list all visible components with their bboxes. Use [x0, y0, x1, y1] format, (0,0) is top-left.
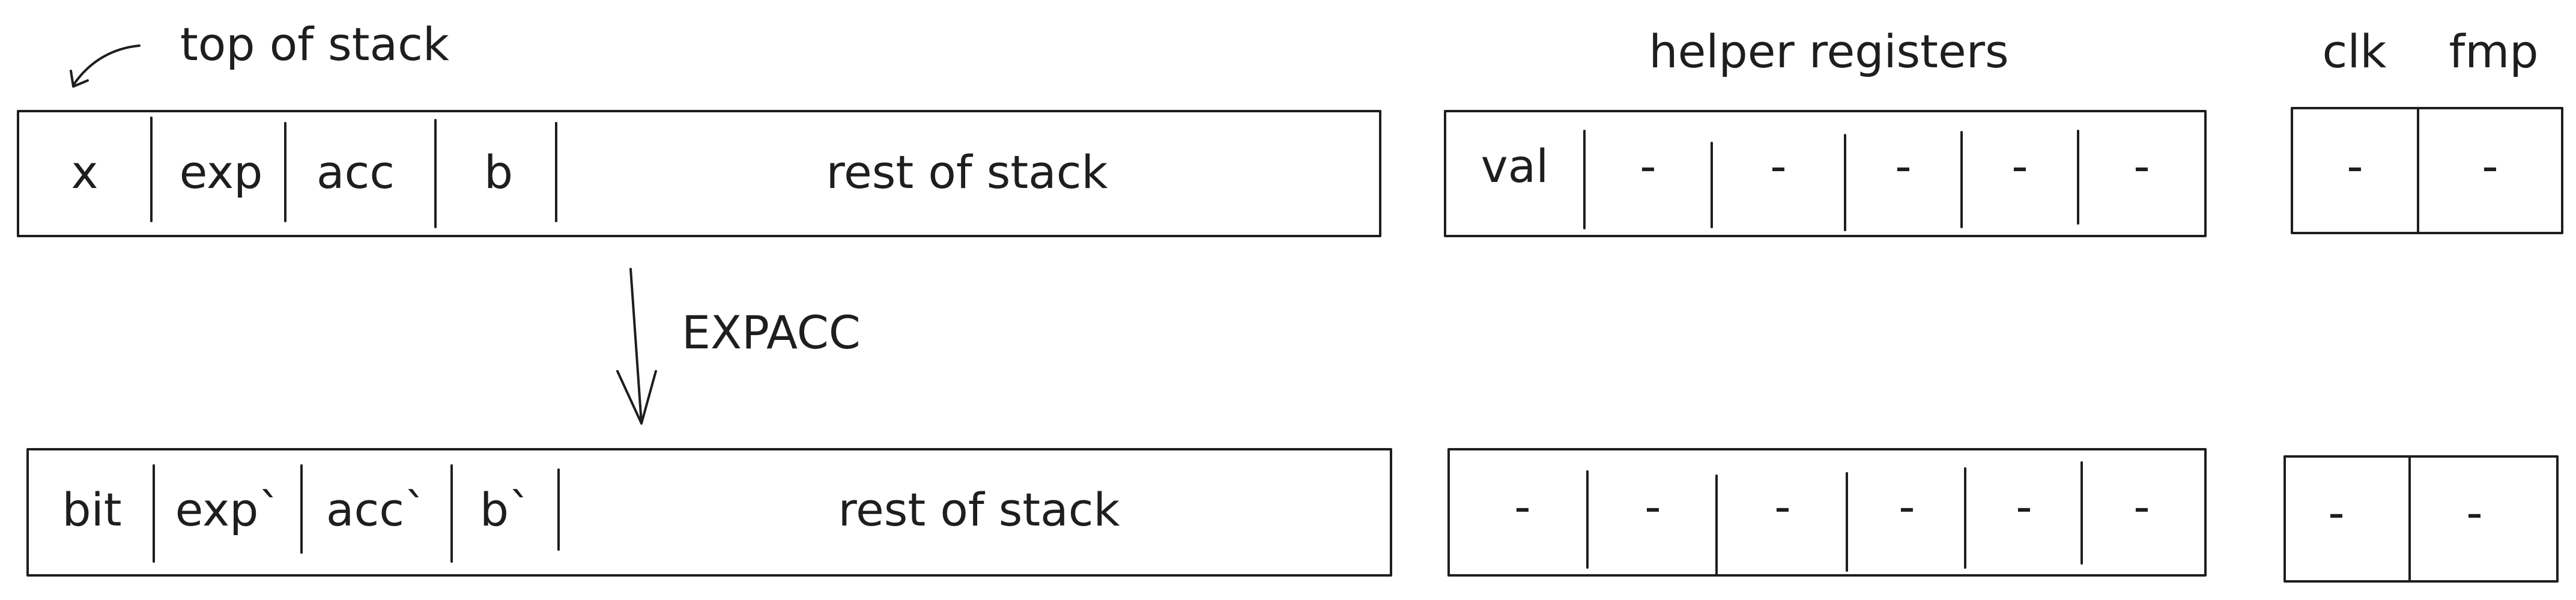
clk-fmp-box: [2284, 455, 2559, 583]
fmp-value: -: [2466, 486, 2482, 539]
stack-box: [17, 110, 1381, 237]
helper-cell: -: [2016, 480, 2032, 533]
after-stack: bit exp` acc` b` rest of stack: [26, 448, 1392, 577]
after-clk-fmp: - -: [2284, 455, 2559, 583]
before-helper-registers: val - - - - -: [1444, 110, 2207, 237]
helper-cell: -: [1640, 139, 1656, 193]
helper-cell: -: [2011, 139, 2028, 193]
helper-cell: val: [1481, 139, 1549, 193]
clk-value: -: [2347, 139, 2363, 193]
helper-cell: -: [2133, 139, 2150, 193]
stack-cell: x: [71, 145, 98, 199]
clk-fmp-box: [2291, 107, 2563, 234]
helper-cell: -: [1770, 139, 1786, 193]
stack-box: [26, 448, 1392, 577]
helper-cell: -: [1774, 480, 1790, 533]
arrow-head-icon: [70, 70, 89, 88]
fmp-value: -: [2482, 139, 2498, 193]
after-helper-registers: - - - - - -: [1447, 448, 2207, 577]
helper-box: [1447, 448, 2207, 577]
helper-registers-label: helper registers: [1649, 25, 2008, 78]
fmp-label: fmp: [2449, 25, 2538, 78]
stack-cell: exp: [180, 145, 263, 199]
rest-of-stack-label: rest of stack: [826, 145, 1108, 199]
arrow-head-icon: [616, 370, 657, 425]
helper-cell: -: [2133, 480, 2150, 533]
stack-cell: bit: [62, 483, 121, 536]
before-stack: x exp acc b rest of stack: [17, 110, 1381, 237]
top-of-stack-label: top of stack: [180, 17, 449, 71]
curved-arrow-icon: [72, 44, 141, 86]
expacc-transition: EXPACC: [616, 268, 861, 425]
clk-value: -: [2328, 486, 2344, 539]
helper-cell: -: [1899, 480, 1915, 533]
top-of-stack-annotation: top of stack: [70, 17, 449, 88]
helper-cell: -: [1895, 139, 1911, 193]
clk-label: clk: [2323, 25, 2387, 78]
down-arrow-icon: [629, 268, 643, 425]
stack-cell: exp`: [175, 483, 282, 536]
stack-cell: b`: [480, 483, 532, 536]
helper-cell: -: [1644, 480, 1661, 533]
instruction-label: EXPACC: [682, 306, 861, 359]
before-clk-fmp: - -: [2291, 107, 2563, 234]
stack-cell: acc`: [326, 483, 427, 536]
helper-cell: -: [1514, 480, 1530, 533]
helper-box: [1444, 110, 2207, 237]
stack-cell: b: [484, 145, 513, 199]
stack-cell: acc: [317, 145, 395, 199]
rest-of-stack-label: rest of stack: [838, 483, 1120, 536]
